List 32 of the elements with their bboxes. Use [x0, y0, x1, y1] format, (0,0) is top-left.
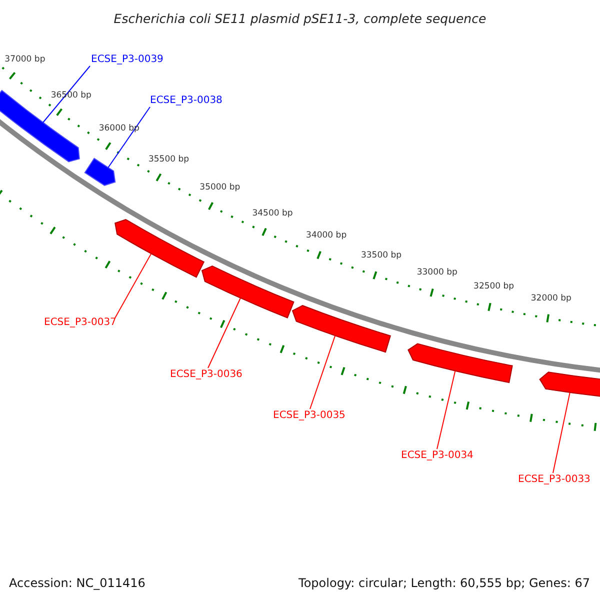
leader-line — [208, 298, 241, 368]
gene-label: ECSE_P3-0038 — [150, 94, 222, 107]
summary-text: Topology: circular; Length: 60,555 bp; Genes: 67 — [298, 575, 590, 592]
gene-feature — [114, 219, 204, 278]
leader-line — [42, 66, 90, 123]
tick-label: 35000 bp — [200, 182, 240, 195]
gene-label: ECSE_P3-0035 — [273, 409, 346, 422]
tick-label: 34000 bp — [306, 230, 347, 243]
tick-label: 33500 bp — [360, 250, 402, 263]
tick-label: 32000 bp — [530, 292, 572, 305]
gene-label: ECSE_P3-0036 — [170, 368, 242, 381]
tick-label: 34500 bp — [252, 207, 293, 220]
tick-label: 37000 bp — [4, 54, 46, 67]
gene-feature — [408, 343, 513, 383]
leader-line — [310, 335, 336, 410]
gene-feature — [0, 90, 80, 162]
leader-line — [436, 370, 456, 450]
diagram-title: Escherichia coli SE11 plasmid pSE11-3, complete sequence — [112, 10, 488, 28]
accession-text: Accession: NC_011416 — [9, 575, 146, 592]
gene-feature — [84, 158, 116, 186]
leader-line — [114, 253, 152, 318]
gene-feature — [202, 266, 294, 318]
leader-line — [552, 392, 570, 474]
gene-label: ECSE_P3-0033 — [518, 473, 590, 486]
gene-label: ECSE_P3-0039 — [91, 53, 164, 66]
gene-label: ECSE_P3-0034 — [401, 449, 474, 462]
gene-label: ECSE_P3-0037 — [44, 316, 116, 329]
leader-line — [108, 106, 150, 168]
tick-label: 33000 bp — [416, 266, 458, 280]
tick-label: 35500 bp — [148, 154, 190, 166]
gene-feature — [292, 305, 391, 353]
tick-label: 32500 bp — [474, 281, 514, 294]
